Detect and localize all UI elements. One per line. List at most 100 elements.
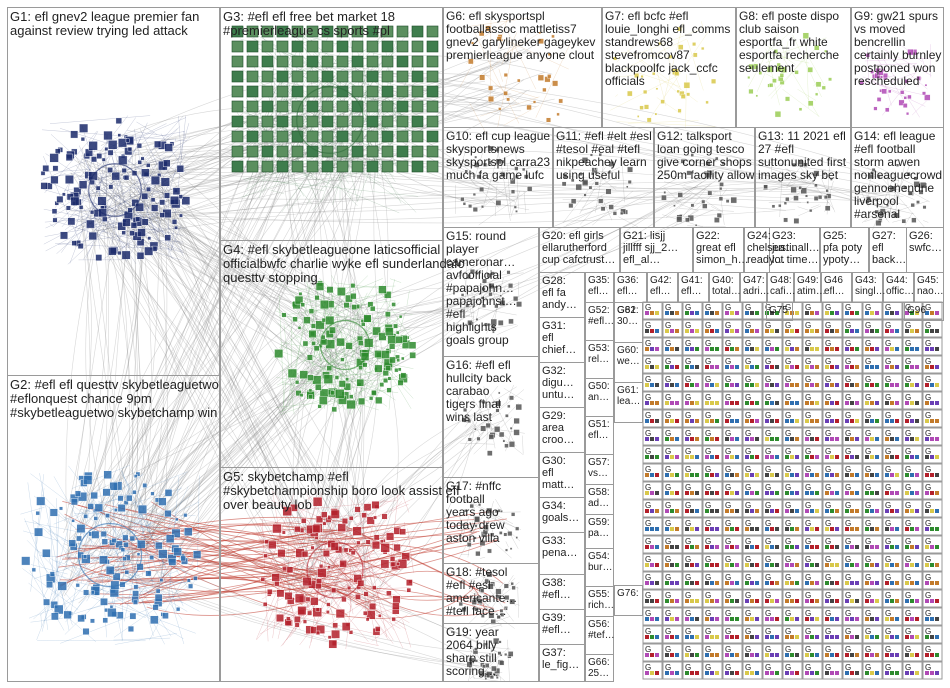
small-group-label: G bbox=[905, 645, 911, 654]
small-group-cell: G bbox=[702, 553, 723, 572]
node bbox=[371, 541, 381, 550]
node bbox=[173, 547, 182, 556]
small-group-label: G bbox=[865, 663, 871, 672]
group-label-line: standrews68 bbox=[605, 35, 673, 49]
small-group-cell: G bbox=[862, 589, 883, 608]
node bbox=[464, 169, 468, 173]
group-label-line: football bbox=[446, 492, 485, 506]
edge bbox=[468, 589, 498, 613]
edge bbox=[363, 304, 368, 618]
small-group-cell: G bbox=[702, 481, 723, 500]
small-group-label: G bbox=[725, 555, 731, 564]
node bbox=[350, 293, 357, 300]
group-label-line: G49: bbox=[797, 275, 819, 286]
node bbox=[877, 175, 881, 179]
node bbox=[522, 167, 526, 172]
group-label-g5: G5: skybetchamp #efl#skybetchampionship … bbox=[223, 469, 459, 512]
node bbox=[795, 635, 799, 639]
node bbox=[231, 130, 244, 143]
node bbox=[814, 45, 820, 51]
node bbox=[675, 545, 679, 549]
node bbox=[80, 137, 85, 142]
edge bbox=[324, 348, 346, 376]
edge bbox=[827, 168, 830, 178]
small-group-label: G bbox=[825, 303, 831, 312]
edge bbox=[79, 200, 132, 542]
edge bbox=[59, 542, 367, 581]
node bbox=[718, 196, 724, 201]
node bbox=[589, 153, 593, 157]
node bbox=[695, 581, 699, 585]
edge bbox=[282, 346, 393, 380]
node bbox=[835, 329, 839, 333]
node bbox=[626, 185, 629, 189]
edge bbox=[158, 203, 360, 315]
edge bbox=[627, 49, 686, 100]
edge bbox=[69, 540, 491, 674]
small-group-cell: G bbox=[922, 409, 943, 428]
group-label-line: rel… bbox=[588, 354, 609, 365]
node bbox=[383, 378, 389, 384]
group-label-line: G35: bbox=[588, 275, 610, 286]
group-label-line: G34: bbox=[542, 500, 566, 512]
edge bbox=[877, 49, 920, 118]
node bbox=[504, 443, 509, 448]
edge bbox=[66, 167, 278, 558]
group-label-line: #tefl face… bbox=[446, 604, 507, 618]
node bbox=[372, 585, 377, 590]
edge bbox=[40, 614, 42, 628]
node bbox=[792, 162, 797, 168]
node bbox=[301, 550, 309, 558]
node bbox=[231, 100, 244, 113]
edge bbox=[469, 647, 510, 680]
node bbox=[246, 160, 259, 173]
small-group-cell: G bbox=[922, 517, 943, 536]
small-group-cell: G bbox=[722, 445, 743, 464]
node bbox=[775, 545, 779, 549]
group-label-line: certainly burnley bbox=[854, 48, 941, 62]
small-group-label: G bbox=[725, 573, 731, 582]
node bbox=[721, 161, 725, 166]
node bbox=[321, 130, 334, 143]
small-group-label: G bbox=[705, 429, 711, 438]
edge bbox=[87, 588, 160, 610]
small-group-label: G bbox=[765, 393, 771, 402]
node bbox=[356, 378, 365, 387]
edge bbox=[57, 233, 139, 245]
edge bbox=[908, 62, 917, 70]
node bbox=[935, 419, 939, 423]
small-group-cell: G bbox=[862, 463, 883, 482]
node bbox=[815, 92, 819, 96]
small-group-cell: G bbox=[822, 661, 843, 680]
small-group-cell: G bbox=[642, 607, 663, 626]
node bbox=[322, 521, 327, 526]
small-group-cell: G bbox=[782, 427, 803, 446]
node bbox=[790, 186, 797, 193]
node bbox=[276, 614, 284, 622]
node bbox=[231, 40, 244, 53]
node bbox=[310, 545, 315, 550]
node bbox=[164, 489, 173, 497]
node bbox=[276, 40, 289, 53]
node bbox=[307, 610, 313, 616]
small-group-cell: G bbox=[802, 661, 823, 680]
node bbox=[815, 473, 819, 477]
node bbox=[351, 115, 364, 128]
small-group-label: G bbox=[785, 573, 791, 582]
node bbox=[268, 540, 277, 550]
edge bbox=[96, 186, 315, 374]
edge bbox=[486, 515, 522, 530]
edge bbox=[296, 314, 318, 536]
edge bbox=[786, 167, 800, 188]
node bbox=[385, 311, 391, 318]
node bbox=[875, 635, 879, 639]
node bbox=[835, 581, 839, 585]
node bbox=[476, 174, 482, 180]
small-group-cell: G bbox=[722, 571, 743, 590]
small-group-label: G bbox=[805, 483, 811, 492]
node bbox=[51, 612, 59, 621]
small-group-cell: G bbox=[902, 445, 923, 464]
node bbox=[690, 153, 695, 157]
edge bbox=[613, 38, 687, 75]
